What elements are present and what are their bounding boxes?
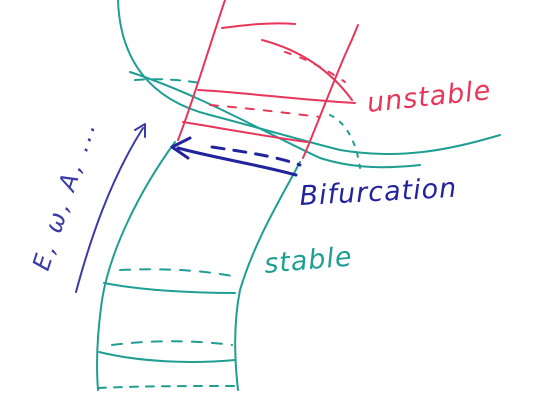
- stable-label: stable: [263, 241, 354, 280]
- stable-ring-1: [104, 283, 235, 293]
- unstable-ring-top: [222, 23, 295, 28]
- unstable-tube-right-edge: [303, 25, 358, 158]
- stable-ring-3: [98, 386, 238, 388]
- unstable-ring-mid: [198, 90, 355, 103]
- unstable-label: unstable: [365, 75, 492, 119]
- bifurcation-label: Bifurcation: [299, 173, 458, 212]
- stable-ring-1-dashed: [120, 269, 232, 276]
- stable-ring-2: [99, 352, 235, 362]
- unstable-tube-left-edge: [178, 0, 225, 140]
- parameters-label: E, ω, A, ...: [27, 116, 102, 274]
- stable-ring-2-dashed: [112, 341, 232, 345]
- parameter-arrow-head: [135, 124, 145, 137]
- stable-tube-left-edge: [97, 142, 175, 390]
- surface-hidden-line-right: [330, 115, 360, 168]
- bifurcation-arrow-dashed: [212, 147, 300, 165]
- upper-surface-curve: [118, 0, 500, 154]
- surface-hidden-line: [135, 79, 205, 84]
